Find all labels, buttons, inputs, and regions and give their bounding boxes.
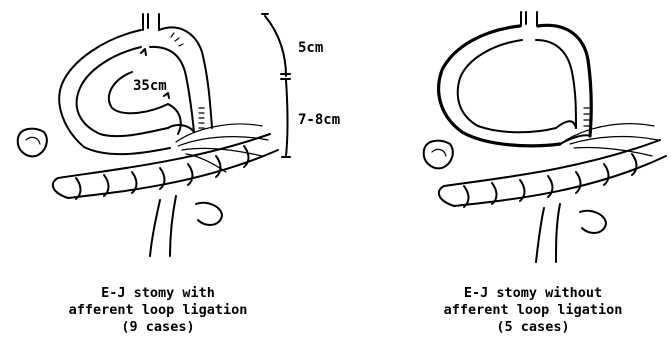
left-caption-line-3: (9 cases) — [121, 319, 194, 335]
left-spleen — [18, 129, 47, 157]
left-caption-line-1: E-J stomy with — [101, 285, 215, 301]
right-colon — [439, 140, 666, 207]
lower-segment-label: 7-8cm — [298, 112, 340, 128]
left-panel-illustration: 35cm 5cm 7-8cm — [18, 14, 340, 256]
right-panel-illustration — [424, 12, 666, 262]
right-caption-line-3: (5 cases) — [496, 319, 569, 335]
left-caption-line-2: afferent loop ligation — [69, 302, 248, 318]
right-lower-bowel — [536, 204, 606, 262]
right-caption-line-1: E-J stomy without — [464, 285, 602, 301]
right-caption-line-2: afferent loop ligation — [444, 302, 623, 318]
upper-segment-label: 5cm — [298, 40, 323, 56]
left-caption: E-J stomy with afferent loop ligation (9… — [69, 285, 248, 335]
right-mesentery — [566, 124, 658, 156]
right-spleen — [424, 141, 453, 169]
loop-length-label: 35cm — [133, 78, 167, 94]
left-colon — [53, 134, 278, 199]
left-esophagus — [143, 14, 159, 30]
left-lower-bowel — [150, 196, 222, 256]
right-caption: E-J stomy without afferent loop ligation… — [444, 285, 623, 335]
right-esophagus — [521, 12, 537, 26]
right-jejunal-loop — [439, 25, 592, 145]
